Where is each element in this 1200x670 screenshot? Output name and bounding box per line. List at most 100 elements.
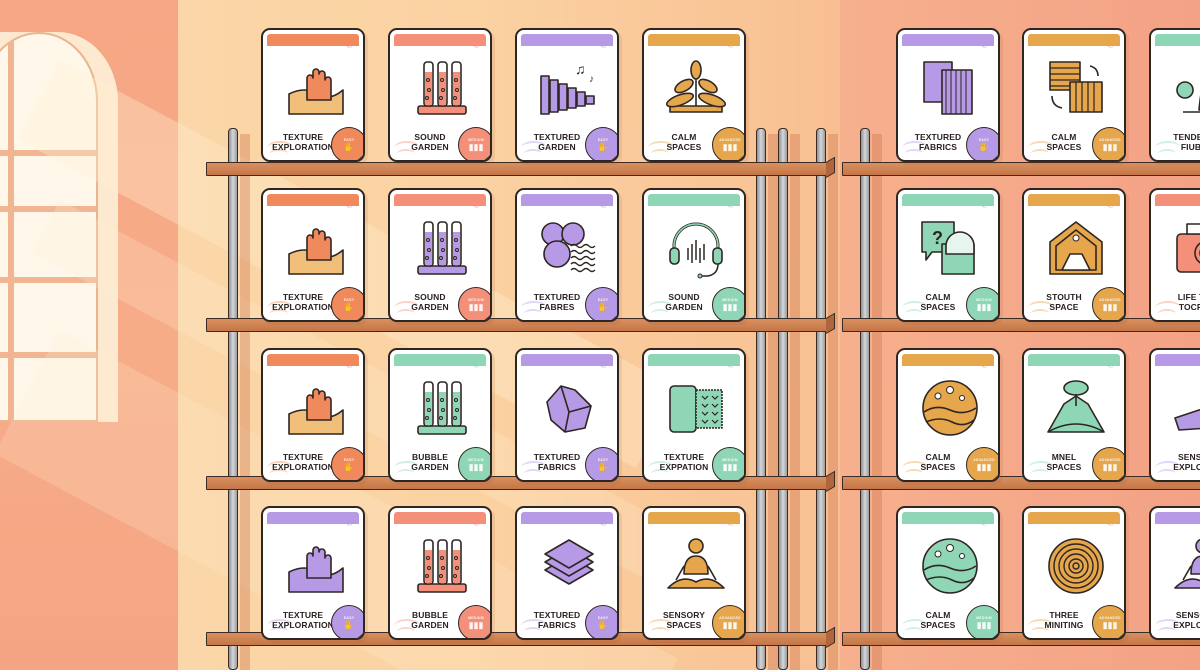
post-shadow [828, 134, 838, 670]
activity-card[interactable]: ❦ SENSORY SPACES ADVANCED ▮▮▮ [642, 506, 746, 640]
card-header-band [267, 512, 359, 524]
card-header-band [1155, 354, 1200, 366]
radio-icon [1169, 216, 1200, 280]
wave-decoration-icon [1155, 141, 1181, 155]
test-tubes-icon [408, 534, 476, 598]
difficulty-badge-advanced: ADVANCED ▮▮▮ [1092, 287, 1124, 320]
activity-card[interactable]: ❦ BUBBLE GARDEN MEDIUM ▮▮▮ [388, 348, 492, 482]
card-header-band [394, 512, 486, 524]
activity-card[interactable]: ❦ CALM SPACES ADVANCED ▮▮▮ [896, 348, 1000, 482]
activity-card[interactable]: ❦ SENSI EXPLOR EASY ✋ [1149, 348, 1200, 482]
open-hand-icon [1169, 376, 1200, 440]
card-header-band [648, 194, 740, 206]
wave-decoration-icon [394, 461, 420, 475]
activity-card[interactable]: ❦ TEXTURE EXPLORATION EASY ✋ [261, 188, 365, 322]
leaf-decoration-icon: ❦ [978, 35, 990, 51]
house-tent-icon [1042, 216, 1110, 280]
card-header-band [267, 194, 359, 206]
activity-card[interactable]: ❦ THREE MINITING ADVANCED ▮▮▮ [1022, 506, 1126, 640]
badge-label: ADVANCED [719, 616, 741, 620]
activity-card[interactable]: ❦ LIFE T TOCR MEDIUM ▮▮▮ [1149, 188, 1200, 322]
hand-icon: ✋ [597, 462, 609, 472]
card-header-band [394, 354, 486, 366]
badge-label: ADVANCED [1099, 458, 1121, 462]
activity-card[interactable]: ❦ SENSO EXPLOR EASY ✋ [1149, 506, 1200, 640]
activity-card[interactable]: ❦ TEXTURED FABRES EASY ✋ [515, 188, 619, 322]
activity-card[interactable]: ❦ CALM SPACES MEDIUM ▮▮▮ [896, 506, 1000, 640]
leaf-decoration-icon: ❦ [1104, 355, 1116, 371]
card-header-band [1028, 354, 1120, 366]
fabric-blobs-icon [535, 216, 603, 280]
figure-icon [1169, 56, 1200, 120]
card-title: BUBBLE GARDEN [411, 610, 449, 630]
activity-card[interactable]: ❦ TEXTURED FABRICS EASY ✋ [515, 348, 619, 482]
difficulty-badge-easy: EASY ✋ [585, 127, 617, 160]
wave-decoration-icon [397, 149, 415, 158]
wave-decoration-icon [1155, 619, 1181, 633]
activity-card[interactable]: ❦ TEXTURE EXPLORATION EASY ✋ [261, 506, 365, 640]
leaf-decoration-icon: ❦ [343, 35, 355, 51]
activity-card[interactable]: ❦ TEXTURE EXPLORATION EASY ✋ [261, 348, 365, 482]
card-title: TEXTURE EXPLORATION [272, 132, 334, 152]
wave-decoration-icon [648, 301, 674, 315]
fabric-roll-icon [662, 376, 730, 440]
activity-card[interactable]: ❦ TEXTURE EXPLORATION EASY ✋ [261, 28, 365, 162]
card-header-band [1155, 34, 1200, 46]
wave-decoration-icon [524, 469, 542, 478]
difficulty-badge-advanced: ADVANCED ▮▮▮ [1092, 127, 1124, 160]
hand-icon: ✋ [597, 142, 609, 152]
activity-card[interactable]: ❦ TEXTURED FABRICS EASY ✋ [896, 28, 1000, 162]
xylophone-music-icon: ♫♪ [535, 56, 603, 120]
post-shadow [872, 134, 882, 670]
activity-card[interactable]: ❦ MNEL SPACES ADVANCED ▮▮▮ [1022, 348, 1126, 482]
difficulty-badge-easy: EASY ✋ [585, 287, 617, 320]
activity-card[interactable]: ❦ TEXTURE EXPPATION MEDIUM ▮▮▮ [642, 348, 746, 482]
wave-decoration-icon [394, 619, 420, 633]
badge-label: MEDIUM [976, 616, 992, 620]
card-header-band [1155, 512, 1200, 524]
leaf-decoration-icon: ❦ [343, 355, 355, 371]
wave-decoration-icon [521, 301, 547, 315]
activity-card[interactable]: ❦ SOUND GARDEN MEDIUM ▮▮▮ [388, 188, 492, 322]
svg-text:?: ? [932, 228, 943, 248]
card-header-band [648, 354, 740, 366]
activity-card[interactable]: ❦ CALM SPACES ADVANCED ▮▮▮ [1022, 28, 1126, 162]
wave-decoration-icon [267, 141, 293, 155]
bar-chart-icon: ▮▮▮ [722, 302, 738, 312]
window-transom [0, 352, 96, 358]
badge-label: MEDIUM [468, 298, 484, 302]
card-header-band [1155, 194, 1200, 206]
activity-card[interactable]: ❦ ♫♪ TEXTURED GARDEN EASY ✋ [515, 28, 619, 162]
activity-card[interactable]: ❦ ? CALM SPACES MEDIUM ▮▮▮ [896, 188, 1000, 322]
badge-label: EASY [597, 298, 609, 302]
difficulty-badge-medium: MEDIUM ▮▮▮ [458, 127, 490, 160]
activity-card[interactable]: ❦ TENDER FIUB MEDIUM ▮▮▮ [1149, 28, 1200, 162]
wave-decoration-icon [1158, 469, 1176, 478]
leaf-decoration-icon: ❦ [470, 355, 482, 371]
wave-decoration-icon [648, 461, 674, 475]
badge-label: MEDIUM [468, 138, 484, 142]
window-mullion [8, 34, 14, 420]
leaf-decoration-icon: ❦ [724, 35, 736, 51]
activity-card[interactable]: ❦ TEXTURED FABRICS EASY ✋ [515, 506, 619, 640]
card-title: CALM SPACES [920, 452, 956, 472]
wave-decoration-icon [902, 461, 928, 475]
bar-chart-icon: ▮▮▮ [1102, 462, 1118, 472]
activity-card[interactable]: ❦ SOUND GARDEN MEDIUM ▮▮▮ [642, 188, 746, 322]
wave-decoration-icon [651, 627, 669, 636]
activity-card[interactable]: ❦ CALM SPACES ADVANCED ▮▮▮ [642, 28, 746, 162]
card-title: TEXTURED FABRICS [533, 610, 581, 630]
leaf-decoration-icon: ❦ [978, 355, 990, 371]
post-shadow [240, 134, 250, 670]
difficulty-badge-easy: EASY ✋ [331, 605, 363, 638]
hand-in-sand-icon [281, 376, 349, 440]
wave-decoration-icon [270, 149, 288, 158]
wave-decoration-icon [397, 627, 415, 636]
activity-card[interactable]: ❦ SOUND GARDEN MEDIUM ▮▮▮ [388, 28, 492, 162]
card-title: TENDER FIUB [1173, 132, 1200, 152]
activity-card[interactable]: ❦ STOUTH SPACE ADVANCED ▮▮▮ [1022, 188, 1126, 322]
card-header-band [1028, 512, 1120, 524]
shelf-plank [842, 476, 1200, 490]
leaf-decoration-icon: ❦ [978, 513, 990, 529]
activity-card[interactable]: ❦ BUBBLE GARDEN MEDIUM ▮▮▮ [388, 506, 492, 640]
